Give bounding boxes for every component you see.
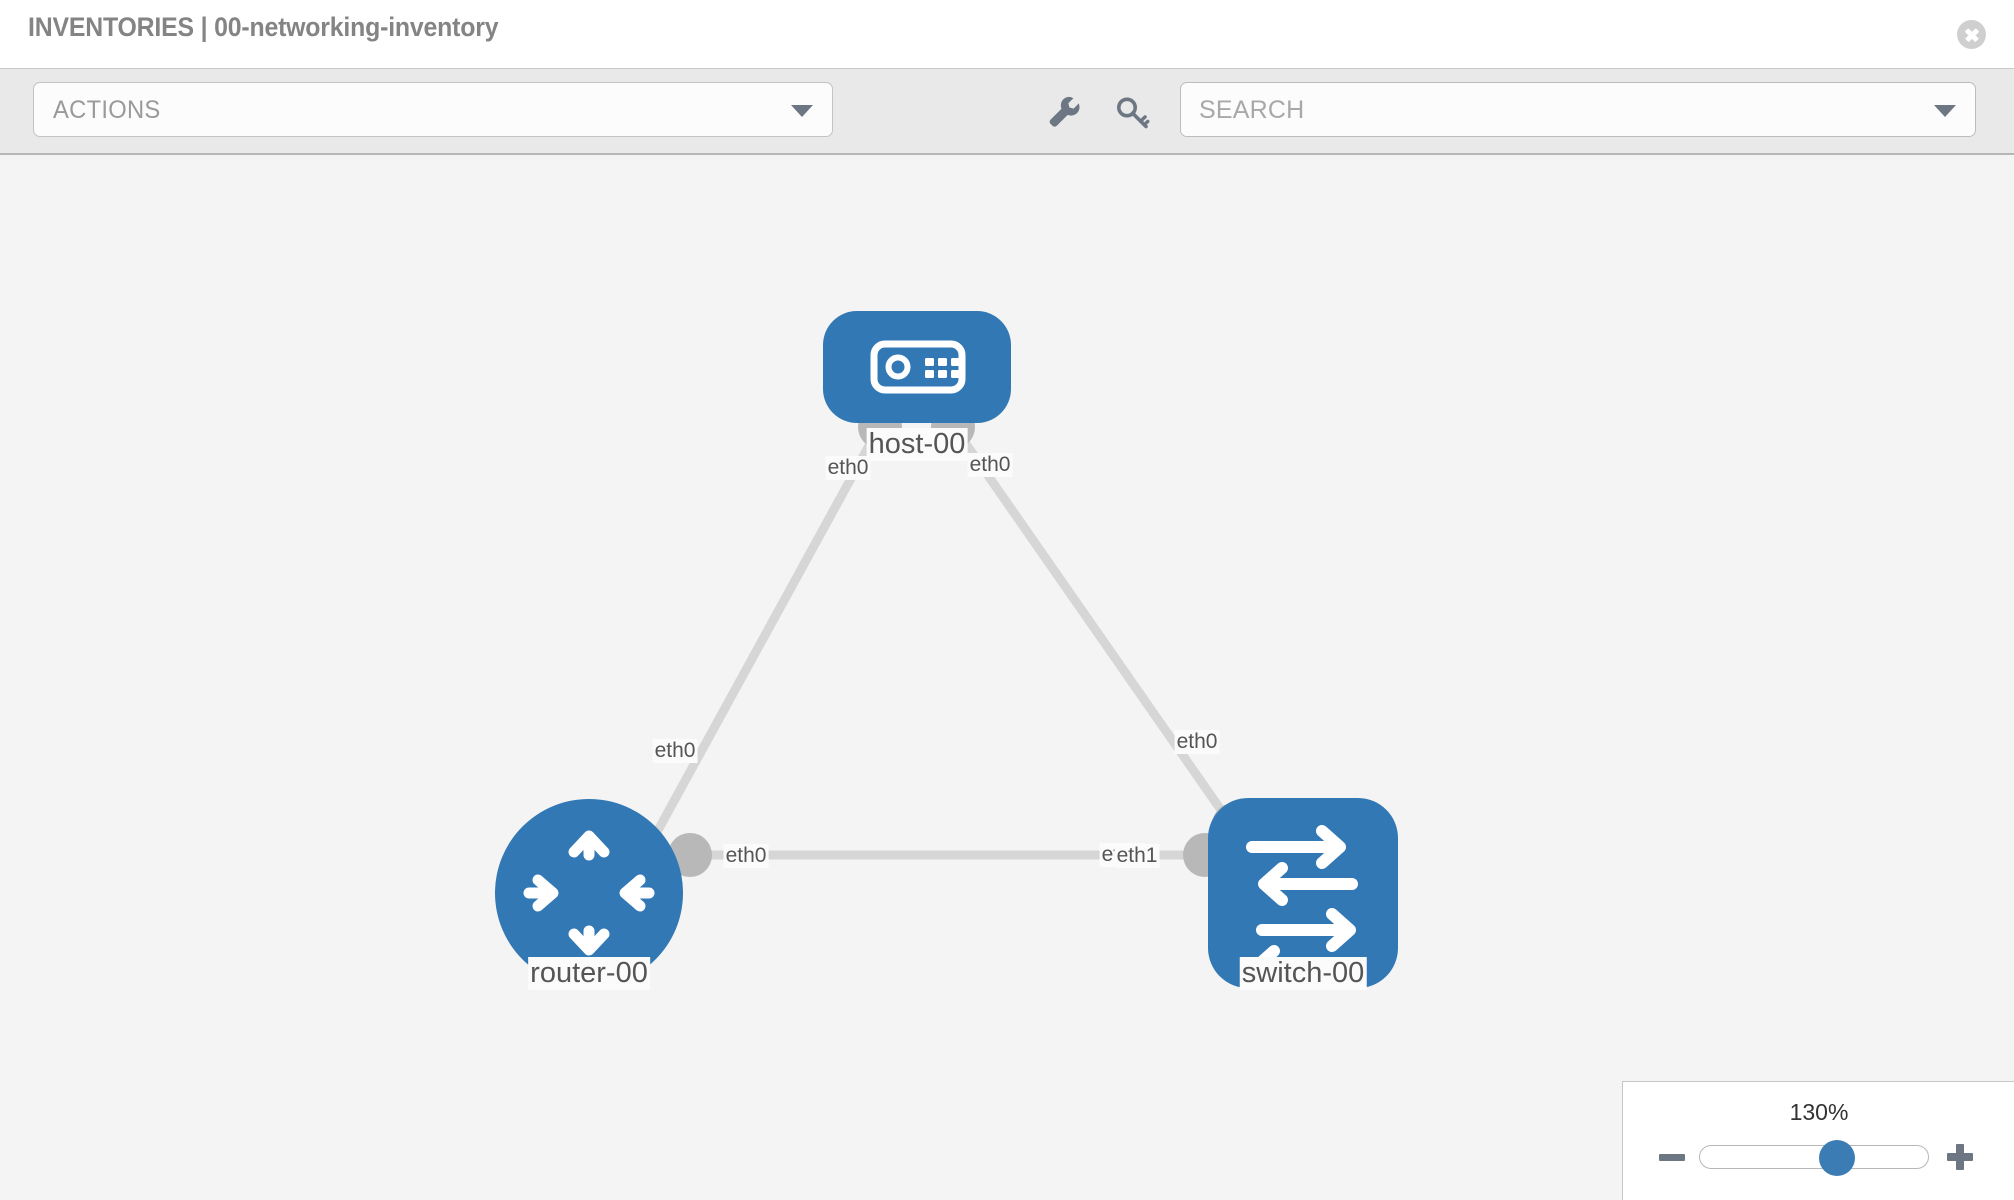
- plus-icon-vertical: [1956, 1144, 1964, 1170]
- node-router-00[interactable]: [495, 799, 683, 987]
- edge-label: eth0: [967, 453, 1013, 477]
- topology-links: [647, 428, 1241, 860]
- zoom-slider[interactable]: [1699, 1140, 1929, 1176]
- page-header: INVENTORIES | 00-networking-inventory: [0, 0, 2014, 68]
- actions-dropdown-label: ACTIONS: [53, 96, 161, 124]
- router-four-arrows-icon: [523, 830, 655, 956]
- chevron-down-icon: [791, 105, 813, 117]
- search-input[interactable]: SEARCH: [1180, 82, 1976, 137]
- wrench-icon[interactable]: [1046, 93, 1084, 131]
- topology-canvas[interactable]: eth0 eth0 eth0 eth0 eth0 eth0 eth1 host-…: [0, 155, 2014, 1200]
- zoom-out-button[interactable]: [1657, 1142, 1687, 1172]
- topology-graph: [495, 311, 1398, 989]
- node-label-switch-00: switch-00: [1239, 957, 1367, 990]
- toolbar: ACTIONS SEARCH: [0, 68, 2014, 155]
- zoom-in-button[interactable]: [1945, 1142, 1975, 1172]
- zoom-slider-thumb[interactable]: [1818, 1140, 1855, 1176]
- node-label-router-00: router-00: [528, 957, 650, 990]
- chevron-down-icon: [1934, 105, 1956, 117]
- edge-label: eth0: [652, 739, 698, 763]
- close-icon[interactable]: [1957, 20, 1986, 49]
- link-host00-router00[interactable]: [647, 428, 881, 846]
- topology-ports: [668, 405, 1256, 877]
- search-placeholder: SEARCH: [1199, 96, 1305, 124]
- key-icon[interactable]: [1113, 93, 1151, 131]
- edge-label: eth0: [825, 456, 871, 480]
- node-label-host-00: host-00: [866, 428, 968, 461]
- link-host00-switch00[interactable]: [953, 428, 1241, 836]
- zoom-control-panel: 130%: [1622, 1081, 2014, 1200]
- minus-icon: [1659, 1154, 1685, 1161]
- node-host-00[interactable]: [823, 311, 1011, 423]
- server-appliance-icon: [870, 340, 966, 394]
- edge-label: eth1: [1114, 844, 1160, 868]
- actions-dropdown[interactable]: ACTIONS: [33, 82, 833, 137]
- edge-label: eth0: [723, 844, 769, 868]
- page-title: INVENTORIES | 00-networking-inventory: [28, 12, 499, 42]
- zoom-level-value: 130%: [1789, 1099, 1849, 1125]
- edge-label: eth0: [1174, 730, 1220, 754]
